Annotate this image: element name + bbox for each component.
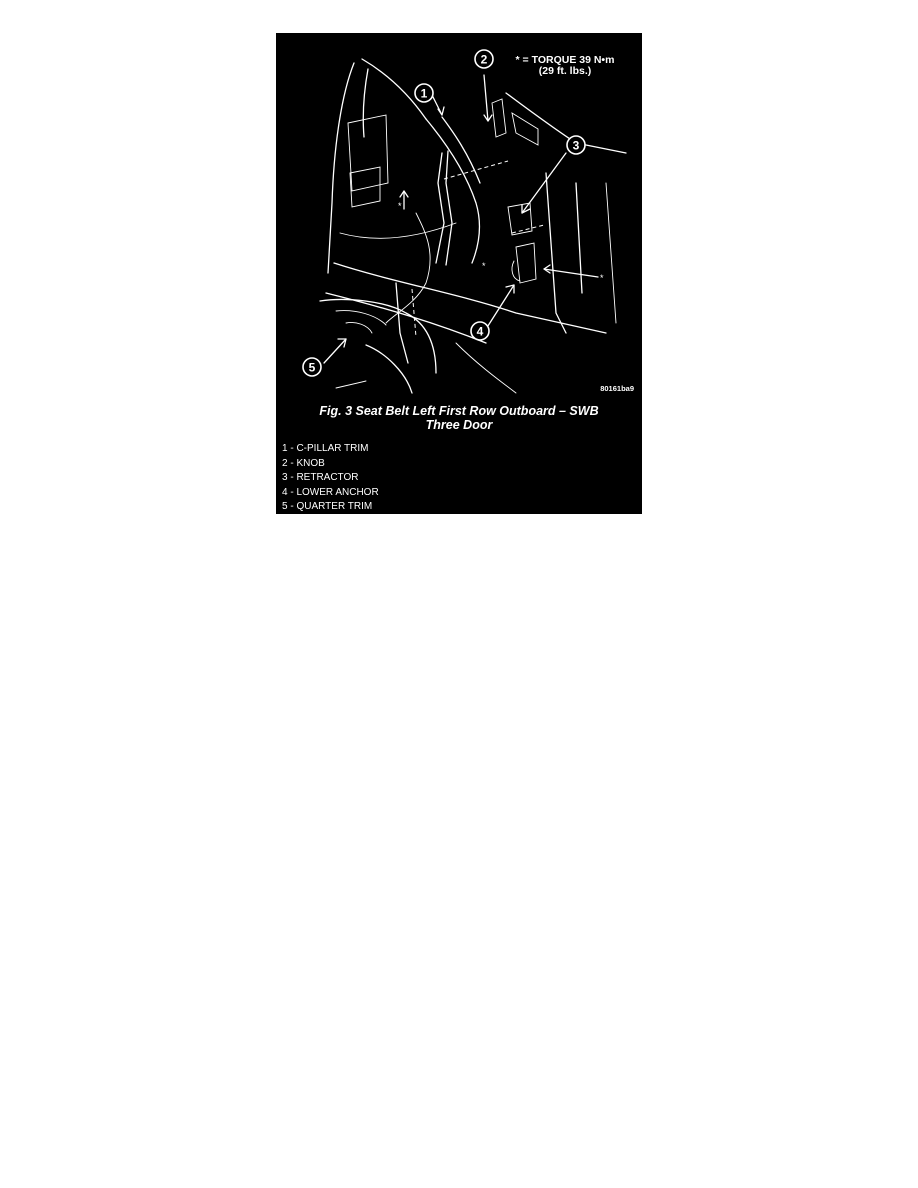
callout-4: 4 <box>470 321 490 341</box>
torque-asterisk: * <box>600 273 604 283</box>
figure-caption: Fig. 3 Seat Belt Left First Row Outboard… <box>276 404 642 432</box>
legend-item: 1 - C-PILLAR TRIM <box>282 443 369 454</box>
callout-5: 5 <box>302 357 322 377</box>
torque-asterisk: * <box>482 261 486 271</box>
caption-line-1: Fig. 3 Seat Belt Left First Row Outboard… <box>319 404 599 418</box>
torque-note: * = TORQUE 39 N•m (29 ft. lbs.) <box>500 55 630 77</box>
callout-2: 2 <box>474 49 494 69</box>
svg-text:2: 2 <box>481 53 488 67</box>
torque-asterisk: * <box>398 201 402 211</box>
legend-item: 5 - QUARTER TRIM <box>282 501 373 513</box>
figure-panel: * * * 1 2 3 4 5 * = TORQUE 39 N•m (29 ft… <box>276 33 642 514</box>
torque-value: * = TORQUE 39 N•m <box>515 54 615 66</box>
svg-text:1: 1 <box>421 87 428 101</box>
svg-text:5: 5 <box>309 361 316 375</box>
svg-text:4: 4 <box>477 325 484 339</box>
parts-legend: 1 - C-PILLAR TRIM 2 - KNOB 3 - RETRACTOR… <box>282 442 379 514</box>
torque-value-imperial: (29 ft. lbs.) <box>538 65 592 77</box>
caption-line-2: Three Door <box>425 418 493 432</box>
callout-3: 3 <box>566 135 586 155</box>
legend-item: 4 - LOWER ANCHOR <box>282 486 379 498</box>
legend-item: 2 - KNOB <box>282 457 325 469</box>
callout-1: 1 <box>414 83 434 103</box>
figure-id: 80161ba9 <box>600 384 634 393</box>
legend-item: 3 - RETRACTOR <box>282 472 359 484</box>
svg-text:3: 3 <box>573 139 580 153</box>
seat-belt-illustration: * * * 1 2 3 4 5 <box>302 49 627 394</box>
